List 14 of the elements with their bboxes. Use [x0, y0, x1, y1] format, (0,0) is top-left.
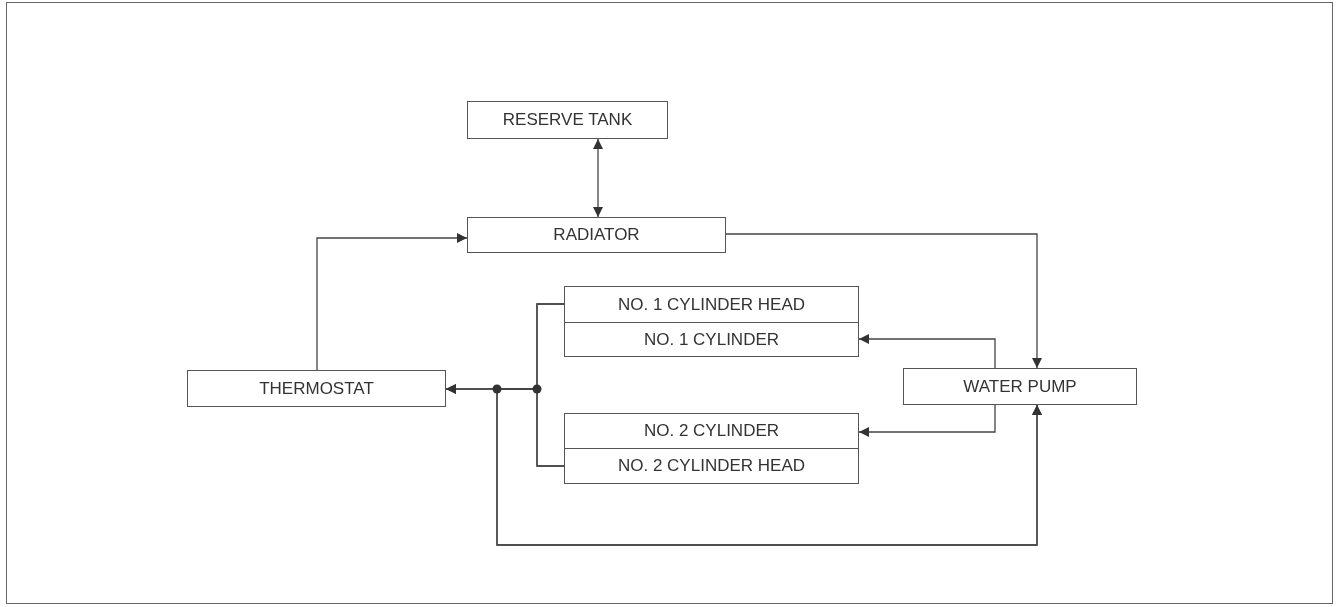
arrow [858, 334, 996, 369]
arrow [496, 388, 1042, 546]
component-box: NO. 2 CYLINDER HEAD [564, 448, 859, 484]
component-box: WATER PUMP [903, 368, 1137, 405]
arrow [725, 233, 1042, 369]
component-box: RADIATOR [467, 217, 726, 253]
arrow [593, 138, 603, 218]
component-box: THERMOSTAT [187, 370, 446, 407]
arrow [316, 233, 468, 371]
component-box: RESERVE TANK [467, 101, 668, 139]
component-box: NO. 2 CYLINDER [564, 413, 859, 449]
arrow [858, 404, 996, 437]
component-box: NO. 1 CYLINDER [564, 322, 859, 357]
component-box: NO. 1 CYLINDER HEAD [564, 286, 859, 323]
